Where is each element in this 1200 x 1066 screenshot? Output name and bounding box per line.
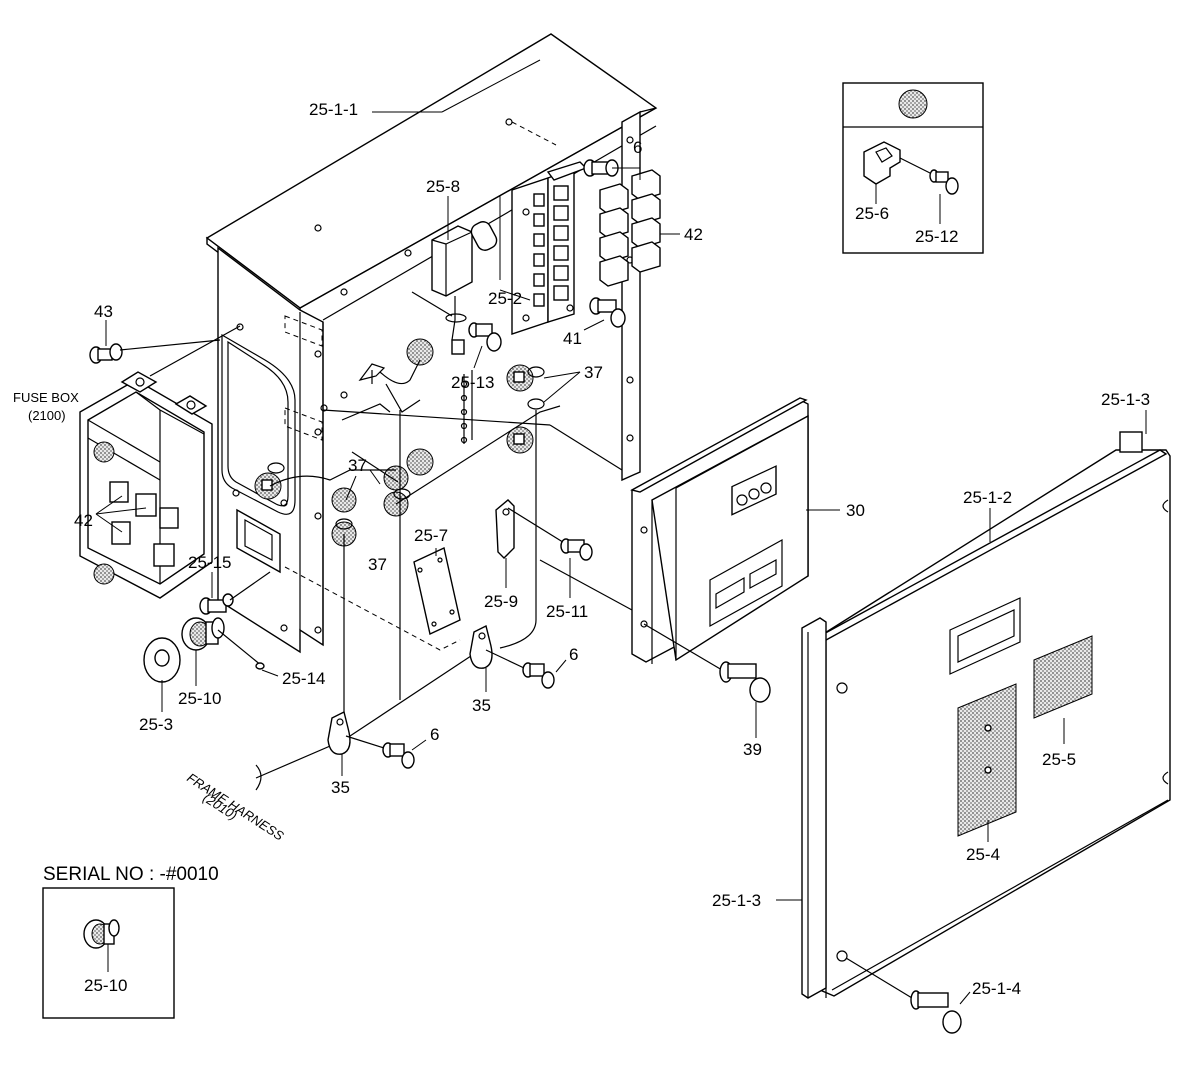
bracket-25-9 — [495, 499, 515, 559]
terminal-block-25-2 — [511, 161, 588, 335]
relay-25-8 — [411, 221, 498, 355]
callout-25-1-4: 25-1-4 — [972, 979, 1021, 998]
callout-25-13: 25-13 — [451, 373, 494, 392]
label-plate-25-4 — [957, 683, 1017, 837]
callout-6-top: 6 — [633, 138, 642, 157]
callout-35-a: 35 — [472, 696, 491, 715]
leader-lines — [95, 59, 1147, 1005]
screw-25-13 — [468, 322, 502, 352]
screw-25-15 — [199, 571, 271, 615]
screw-39 — [643, 623, 771, 703]
callout-25-12: 25-12 — [915, 227, 958, 246]
callout-37-b: 37 — [348, 456, 367, 475]
grommets-37 — [254, 338, 545, 547]
relay-group-42-right — [599, 169, 661, 287]
controller-unit-30 — [539, 397, 809, 664]
clamp-35-upper — [469, 624, 493, 669]
callout-43: 43 — [94, 302, 113, 321]
callout-42-left: 42 — [74, 511, 93, 530]
fuse-box-code: (2100) — [28, 408, 66, 423]
callout-42-right: 42 — [684, 225, 703, 244]
callout-25-1-3-top: 25-1-3 — [1101, 390, 1150, 409]
wire-harness — [255, 359, 561, 791]
fuse-box-title: FUSE BOX — [13, 390, 79, 405]
callout-labels: 25-1-1 6 25-8 42 25-2 41 43 25-13 37 37 … — [13, 100, 1150, 998]
callout-25-6: 25-6 — [855, 204, 889, 223]
callout-6-mid: 6 — [569, 645, 578, 664]
screw-41 — [589, 297, 626, 328]
detail-inset-top-right — [842, 82, 984, 254]
callout-41: 41 — [563, 329, 582, 348]
callout-6-low: 6 — [430, 725, 439, 744]
screw-6-mid — [485, 649, 555, 689]
callout-25-5: 25-5 — [1042, 750, 1076, 769]
callout-25-7: 25-7 — [414, 526, 448, 545]
sensor-25-10 — [181, 617, 265, 670]
callout-25-1-2: 25-1-2 — [963, 488, 1012, 507]
callout-30: 30 — [846, 501, 865, 520]
screw-43 — [89, 325, 241, 377]
clamp-35-lower — [327, 710, 351, 755]
callout-25-1-3-bottom: 25-1-3 — [712, 891, 761, 910]
screw-25-11 — [507, 507, 593, 561]
callout-25-8: 25-8 — [426, 177, 460, 196]
serial-note: SERIAL NO : -#0010 — [43, 864, 219, 885]
seal-strip-25-1-3 — [801, 617, 827, 999]
screw-6-low — [345, 735, 415, 769]
callout-25-4: 25-4 — [966, 845, 1000, 864]
callout-37-a: 37 — [584, 363, 603, 382]
serial-inset — [42, 887, 175, 1019]
cover-plate-25-7 — [413, 546, 461, 636]
callout-39: 39 — [743, 740, 762, 759]
callout-25-10: 25-10 — [178, 689, 221, 708]
callout-25-14: 25-14 — [282, 669, 325, 688]
callout-25-2: 25-2 — [488, 289, 522, 308]
callout-inset-25-10: 25-10 — [84, 976, 127, 995]
callout-35-b: 35 — [331, 778, 350, 797]
callout-25-1-1: 25-1-1 — [309, 100, 358, 119]
washer-25-3 — [143, 637, 181, 683]
label-plate-25-5 — [1033, 635, 1093, 719]
screw-25-1-4 — [845, 957, 962, 1034]
callout-25-11: 25-11 — [546, 602, 588, 621]
callout-25-3: 25-3 — [139, 715, 173, 734]
callout-25-15: 25-15 — [188, 553, 231, 572]
callout-37-c: 37 — [368, 555, 387, 574]
callout-25-9: 25-9 — [484, 592, 518, 611]
fuse-box-2100 — [79, 371, 213, 599]
